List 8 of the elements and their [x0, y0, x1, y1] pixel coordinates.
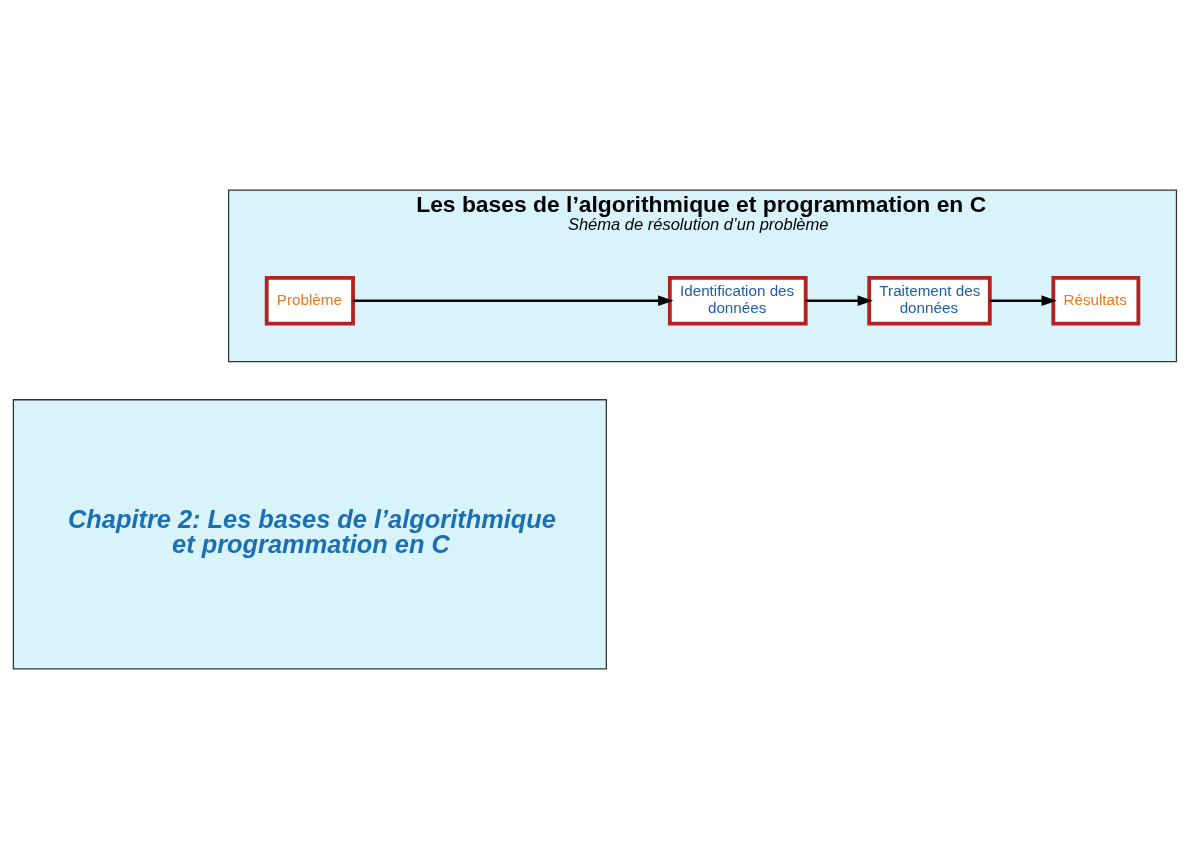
arrow — [353, 294, 674, 306]
arrow — [989, 294, 1057, 306]
node-box: Résultats — [1051, 275, 1141, 325]
node-box: Identification des données — [667, 275, 808, 325]
node-box: Chapitre 2: Les bases de l’algorithmique et programmation en C — [12, 398, 607, 670]
arrow — [805, 294, 873, 306]
node-box: Problème — [264, 275, 355, 325]
node-box: Traitement des données — [867, 275, 992, 325]
